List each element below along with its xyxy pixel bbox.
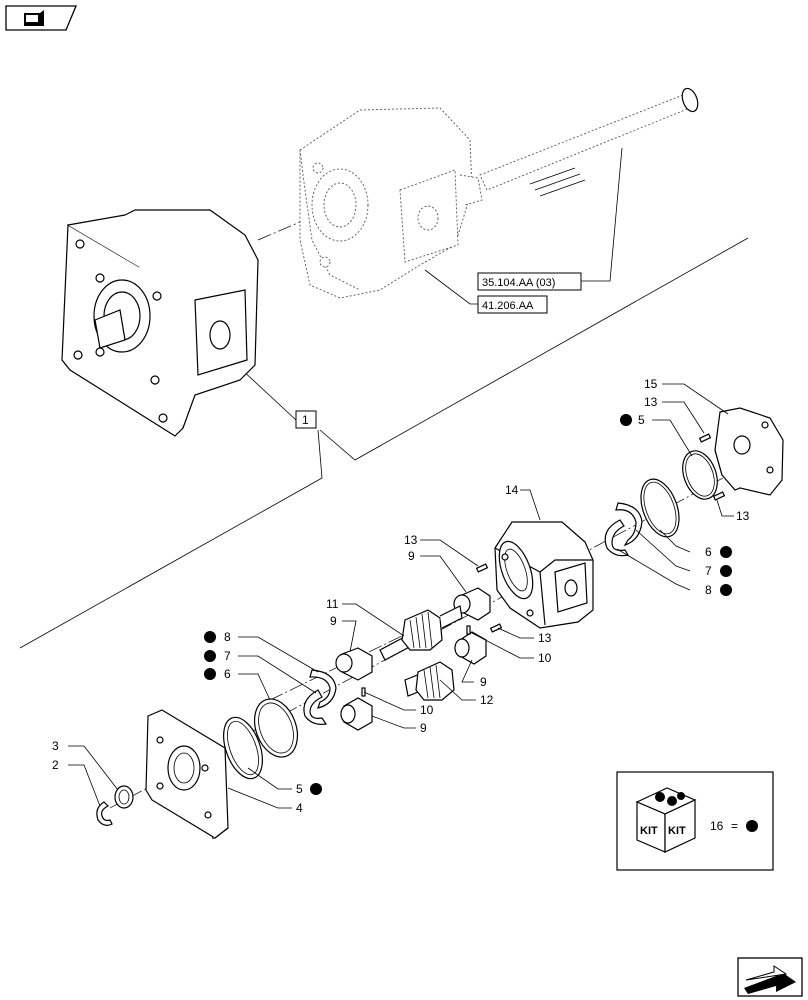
long-tie-bolt	[479, 87, 699, 197]
part-9-bushing-c[interactable]	[335, 647, 373, 681]
part-10-pin-a[interactable]	[466, 625, 471, 635]
callout-5-b[interactable]: 5	[296, 782, 303, 796]
reference-code-35-104[interactable]: 35.104.AA (03)	[477, 272, 582, 291]
part-8-7-front-backup-rings[interactable]	[303, 669, 337, 725]
callout-10-b[interactable]: 10	[420, 703, 434, 717]
assembly-label-1[interactable]: 1	[295, 410, 317, 429]
svg-text:35.104.AA (03): 35.104.AA (03)	[482, 277, 555, 289]
part-9-bushing-a[interactable]	[453, 587, 491, 621]
kit-marker-6-a	[720, 546, 732, 558]
callout-2[interactable]: 2	[52, 758, 59, 772]
kit-marker-7-a	[720, 565, 732, 577]
callout-9-b[interactable]: 9	[330, 614, 337, 628]
callout-15[interactable]: 15	[644, 377, 658, 391]
svg-text:KIT: KIT	[640, 825, 658, 837]
part-5-front-seal[interactable]	[216, 712, 270, 784]
svg-text:KIT: KIT	[668, 825, 686, 837]
callout-8-b[interactable]: 8	[224, 630, 231, 644]
callout-11[interactable]: 11	[326, 597, 339, 611]
reference-code-41-206[interactable]: 41.206.AA	[477, 295, 548, 314]
part-9-bushing-b[interactable]	[454, 631, 487, 665]
callout-7-a[interactable]: 7	[705, 564, 712, 578]
kit-marker-6-b	[204, 668, 216, 680]
callout-7-b[interactable]: 7	[224, 649, 231, 663]
callout-9-c[interactable]: 9	[480, 675, 487, 689]
callout-13-a[interactable]: 13	[644, 395, 658, 409]
kit-legend-equals: =	[731, 819, 738, 833]
book-navigation-icon[interactable]	[5, 5, 77, 31]
part-10-pin-b[interactable]	[361, 687, 366, 697]
kit-marker-5-a	[620, 414, 632, 426]
part-3-shaft-seal[interactable]	[114, 785, 134, 809]
callout-10-a[interactable]: 10	[538, 651, 552, 665]
kit-box-icon: KIT KIT	[635, 787, 697, 853]
kit-marker-7-b	[204, 650, 216, 662]
part-5-seal-large[interactable]	[676, 446, 723, 504]
svg-text:41.206.AA: 41.206.AA	[482, 300, 534, 312]
part-7-8-backup-rings[interactable]	[604, 502, 643, 557]
callout-13-b[interactable]: 13	[736, 509, 750, 523]
part-13-dowel-pin-a[interactable]	[698, 433, 712, 443]
kit-legend-dot	[746, 820, 758, 832]
next-page-arrow-icon[interactable]	[737, 957, 803, 997]
part-2-snap-ring[interactable]	[96, 801, 113, 826]
callout-12[interactable]: 12	[480, 693, 494, 707]
part-11-drive-gear[interactable]	[379, 605, 463, 661]
kit-markers	[204, 414, 732, 795]
callout-3[interactable]: 3	[52, 739, 59, 753]
callout-9-a[interactable]: 9	[408, 549, 415, 563]
callout-4[interactable]: 4	[296, 801, 303, 815]
callout-13-c[interactable]: 13	[404, 533, 418, 547]
kit-marker-5-b	[310, 783, 322, 795]
callout-6-b[interactable]: 6	[224, 667, 231, 681]
part-6-seal[interactable]	[634, 474, 686, 542]
part-13-dowel-pin-c[interactable]	[475, 563, 489, 573]
callout-8-a[interactable]: 8	[705, 583, 712, 597]
part-13-dowel-pin-d[interactable]	[489, 623, 503, 633]
kit-marker-8-a	[720, 584, 732, 596]
part-9-bushing-d[interactable]	[340, 697, 373, 731]
callout-9-d[interactable]: 9	[420, 721, 427, 735]
assembled-pump	[61, 209, 259, 437]
callout-13-d[interactable]: 13	[538, 631, 552, 645]
svg-text:1: 1	[302, 413, 309, 427]
callout-6-a[interactable]: 6	[705, 545, 712, 559]
callout-14[interactable]: 14	[505, 483, 519, 497]
ghost-pump-body	[299, 107, 483, 299]
part-14-pump-body[interactable]	[493, 521, 594, 629]
callout-5-a[interactable]: 5	[638, 413, 645, 427]
kit-legend-number: 16	[710, 819, 724, 833]
part-15-rear-cover[interactable]	[714, 407, 784, 496]
part-6-front-seal[interactable]	[247, 693, 305, 763]
part-12-driven-gear[interactable]	[404, 661, 455, 701]
part-13-dowel-pin-b[interactable]	[712, 491, 726, 501]
part-4-front-cover[interactable]	[145, 709, 229, 839]
kit-legend-box[interactable]: KIT KIT 16 =	[616, 771, 774, 871]
kit-marker-8-b	[204, 631, 216, 643]
